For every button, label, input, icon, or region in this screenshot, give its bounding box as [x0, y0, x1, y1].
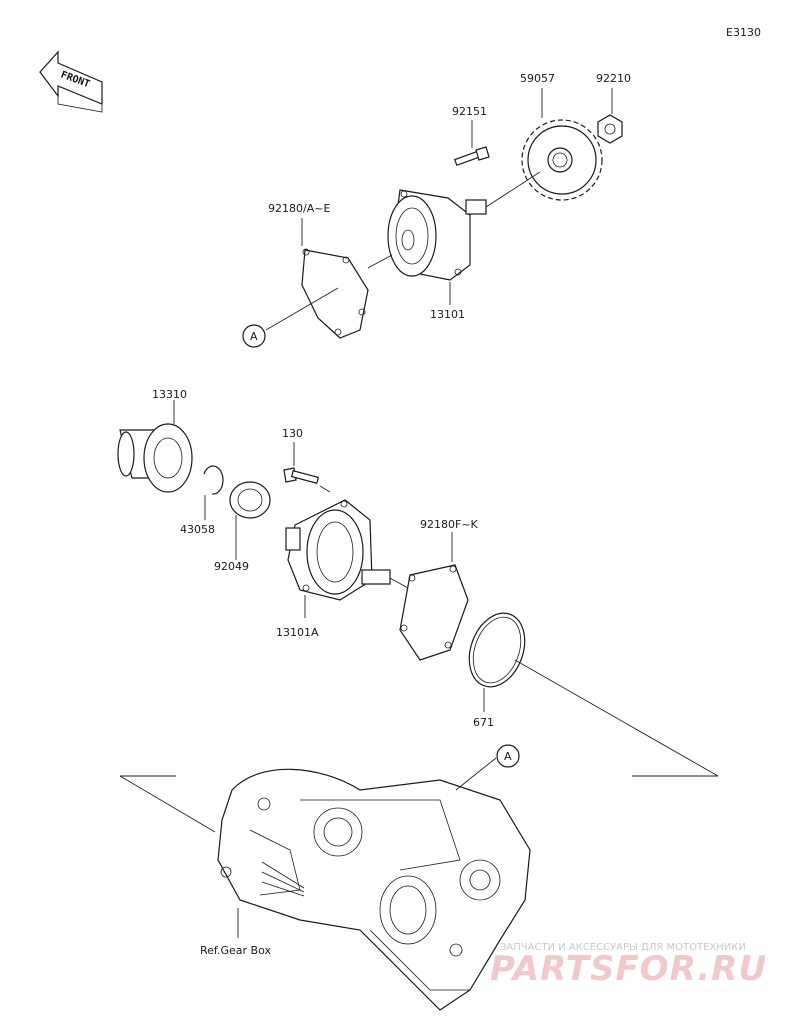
label-59057: 59057 — [520, 72, 555, 85]
svg-text:A: A — [250, 330, 258, 343]
callout-a-lower: A — [496, 744, 520, 768]
circlip-43058 — [203, 465, 224, 495]
gasket-92180-ae — [301, 248, 369, 339]
diagram-code: E3130 — [726, 26, 761, 39]
label-43058: 43058 — [180, 523, 215, 536]
front-arrow-icon: FRONT — [39, 50, 103, 113]
housing-13101a — [285, 499, 391, 601]
label-92180-fk: 92180F~K — [420, 518, 479, 531]
watermark-tagline: ЗАПЧАСТИ И АКСЕССУАРЫ ДЛЯ МОТОТЕХНИКИ — [500, 942, 746, 953]
sleeve-13310 — [117, 423, 193, 493]
label-13101a: 13101A — [276, 626, 319, 639]
label-671: 671 — [473, 716, 494, 729]
oring-671 — [468, 612, 526, 688]
bolt-92151 — [453, 146, 490, 167]
label-92151: 92151 — [452, 105, 487, 118]
label-92049: 92049 — [214, 560, 249, 573]
nut-92210 — [597, 114, 623, 144]
callout-a-upper: A — [242, 324, 266, 348]
label-130: 130 — [282, 427, 303, 440]
label-92210: 92210 — [596, 72, 631, 85]
bolt-130 — [283, 467, 320, 484]
housing-13101 — [387, 189, 487, 281]
label-13310: 13310 — [152, 388, 187, 401]
label-92180-ae: 92180/A~E — [268, 202, 330, 215]
label-13101: 13101 — [430, 308, 465, 321]
gear-59057 — [521, 119, 603, 201]
gear-box-housing — [217, 768, 531, 1011]
seal-92049 — [229, 481, 271, 519]
svg-text:A: A — [504, 750, 512, 763]
watermark-brand: PARTSFOR.RU — [490, 949, 767, 989]
ref-gear-box-label: Ref.Gear Box — [200, 944, 271, 957]
gasket-92180-fk — [399, 564, 469, 661]
